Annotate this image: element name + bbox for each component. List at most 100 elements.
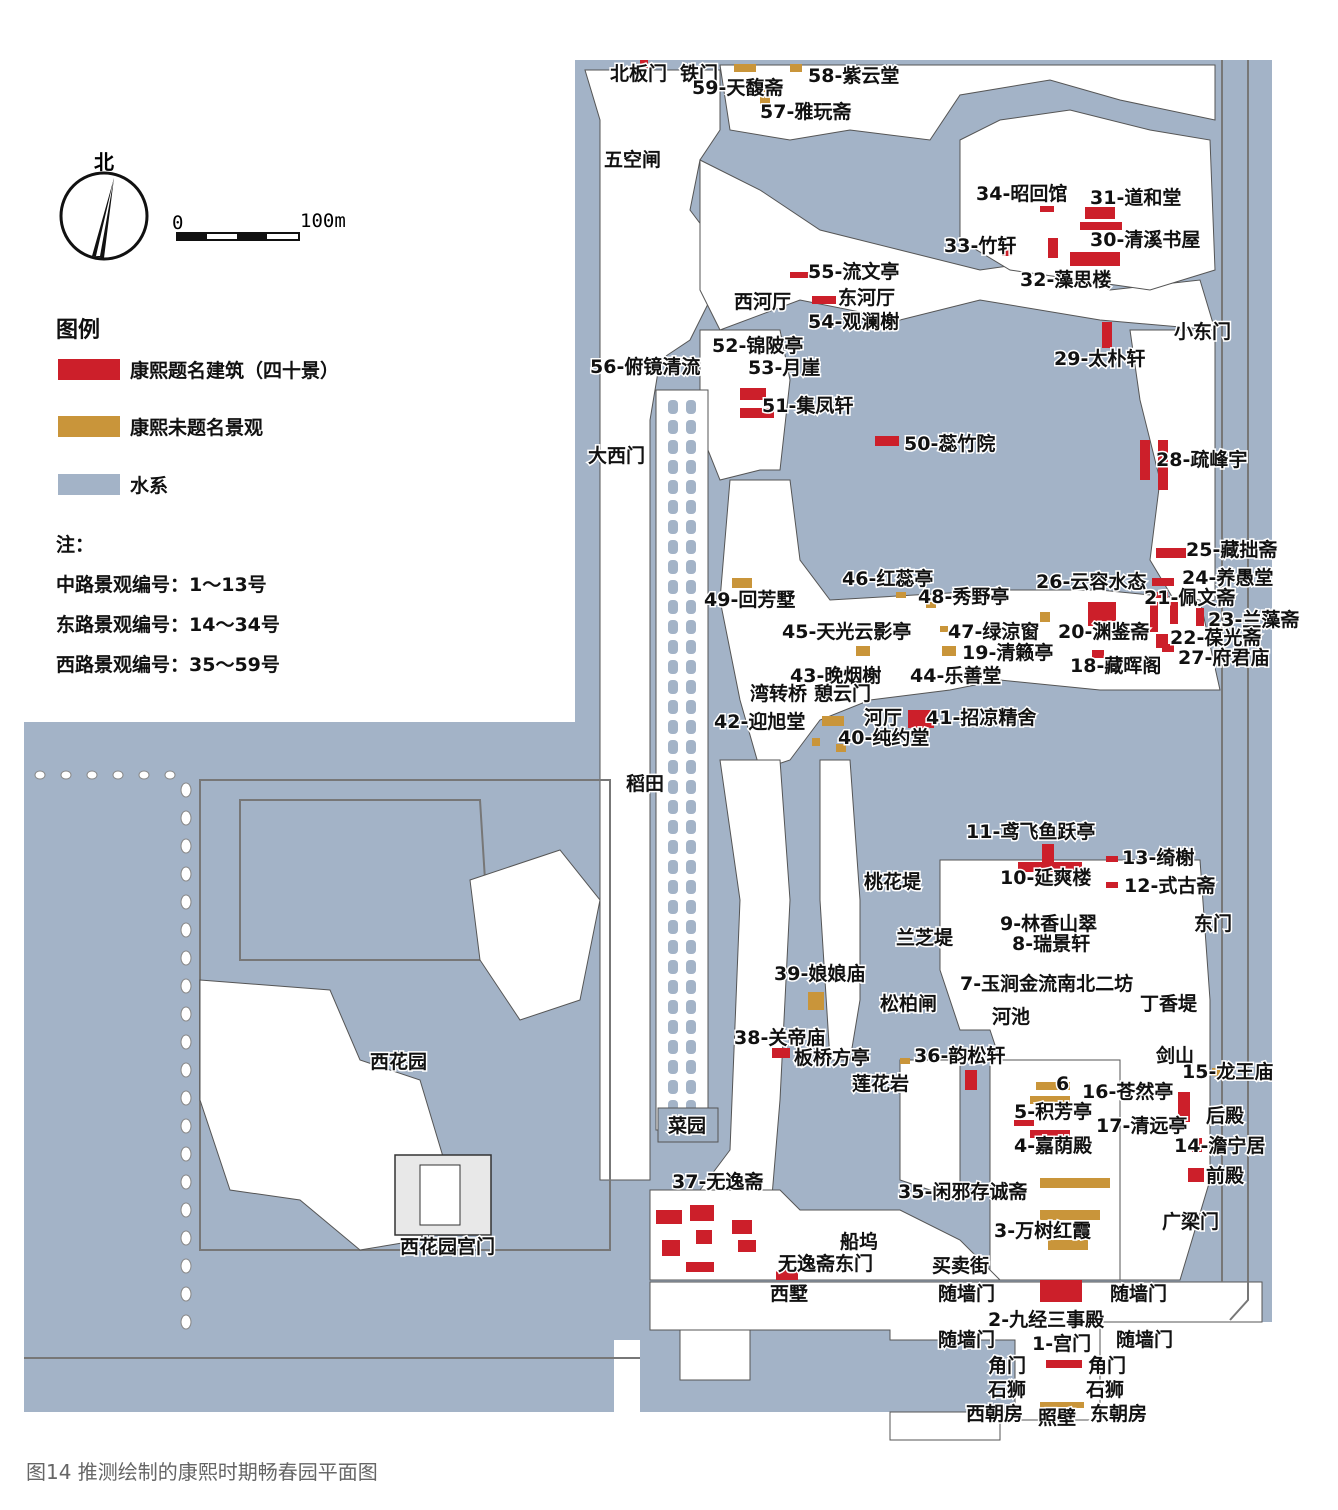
legend-label-water: 水系	[130, 474, 169, 497]
place-label: 37-无逸斋	[672, 1170, 764, 1193]
place-label: 随墙门	[938, 1328, 995, 1351]
rice-field-pad	[686, 620, 696, 634]
place-label: 3-万树红霞	[994, 1219, 1092, 1242]
named-building	[1162, 644, 1174, 652]
central-strip-land	[719, 479, 1221, 771]
named-building	[1192, 1138, 1202, 1152]
rice-field-pad	[668, 820, 678, 834]
rice-field-pad	[668, 460, 678, 474]
place-label: 照壁	[1038, 1406, 1076, 1429]
rice-field-pad	[668, 800, 678, 814]
tree-dot	[180, 950, 192, 966]
place-label: 26-云容水态	[1036, 570, 1146, 593]
legend-swatch-water	[58, 473, 120, 495]
named-building	[1046, 1360, 1082, 1368]
place-label: 34-昭回馆	[976, 182, 1067, 205]
named-building	[1018, 862, 1082, 872]
place-label: 19-清籁亭	[962, 641, 1053, 664]
unnamed-feature	[760, 96, 770, 104]
place-label: 西朝房	[966, 1402, 1023, 1425]
place-label: 50-蕊竹院	[904, 432, 995, 455]
named-building	[656, 1210, 682, 1224]
unnamed-feature	[1040, 1178, 1110, 1188]
named-building	[1070, 252, 1120, 266]
named-building	[740, 408, 774, 418]
rice-field-pad	[668, 1080, 678, 1094]
named-building	[875, 436, 899, 446]
rice-field-pad	[686, 520, 696, 534]
rice-field-pad	[668, 640, 678, 654]
east-moat-water	[1262, 60, 1272, 1322]
place-label: 西花园宫门	[400, 1235, 495, 1258]
place-label: 前殿	[1206, 1164, 1245, 1187]
unnamed-feature	[836, 744, 846, 752]
place-label: 剑山	[1155, 1044, 1194, 1067]
named-building	[790, 272, 810, 278]
named-building	[1156, 548, 1186, 558]
unnamed-feature	[856, 646, 870, 656]
rice-field-pad	[668, 440, 678, 454]
rice-field-pad	[686, 540, 696, 554]
tree-dot	[180, 1258, 192, 1274]
tree-dot	[138, 770, 150, 780]
legend-swatch-named	[58, 358, 120, 380]
note-line: 西路景观编号：35～59号	[56, 654, 280, 676]
tree-dot	[60, 770, 72, 780]
unnamed-feature	[1030, 1096, 1070, 1104]
place-label: 随墙门	[938, 1282, 995, 1305]
place-label: 小东门	[1174, 320, 1231, 343]
place-label: 31-道和堂	[1090, 186, 1181, 209]
rice-field-pad	[668, 780, 678, 794]
rice-field-pad	[686, 860, 696, 874]
rice-field-pad	[686, 440, 696, 454]
unnamed-feature	[942, 646, 956, 656]
place-label: 52-锦陂亭	[712, 334, 803, 357]
place-label: 东河厅	[838, 286, 895, 309]
east-road	[1229, 60, 1249, 1321]
rice-field-pad	[686, 660, 696, 674]
place-label: 大西门	[588, 444, 645, 467]
place-label: 15-龙王庙	[1182, 1060, 1273, 1083]
unnamed-feature	[732, 578, 752, 588]
rice-field-pad	[686, 900, 696, 914]
note-line: 中路景观编号：1～13号	[56, 574, 267, 596]
rice-field-pad	[686, 640, 696, 654]
named-building	[740, 388, 766, 400]
rice-field-pad	[686, 960, 696, 974]
place-label: 广梁门	[1162, 1210, 1219, 1233]
legend-item-unnamed: 康熙未题名景观	[58, 415, 264, 439]
songbo-land	[899, 1059, 961, 1201]
rice-field-pad	[668, 1060, 678, 1074]
tree-dot	[180, 838, 192, 854]
place-label: 铁门	[680, 62, 718, 85]
named-building	[1040, 1280, 1082, 1302]
named-building	[1080, 222, 1122, 230]
west-strip-land	[584, 69, 721, 1181]
place-label: 松柏闸	[880, 992, 937, 1015]
place-label: 29-太朴轩	[1054, 347, 1145, 370]
unnamed-feature	[940, 626, 948, 632]
place-label: 憩云门	[814, 682, 871, 705]
place-label: 38-关帝庙	[734, 1026, 825, 1049]
tree-dot	[180, 978, 192, 994]
unnamed-feature	[1036, 1082, 1070, 1090]
tree-dot	[180, 1146, 192, 1162]
rice-field-pad	[668, 480, 678, 494]
taohua-levee	[819, 759, 861, 1061]
rice-field-pad	[668, 580, 678, 594]
rice-field-pad	[668, 1020, 678, 1034]
rice-field-pad	[668, 960, 678, 974]
rice-field-pad	[686, 880, 696, 894]
place-label: 44-乐善堂	[910, 664, 1001, 687]
rice-field-pad	[668, 400, 678, 414]
place-label: 55-流文亭	[808, 260, 899, 283]
place-label: 16-苍然亭	[1082, 1080, 1173, 1103]
named-building	[772, 1048, 790, 1058]
west-garden-land	[469, 849, 601, 1021]
place-label: 21-佩文斋	[1144, 586, 1236, 609]
named-building	[1170, 602, 1178, 624]
rice-field-pad	[668, 980, 678, 994]
place-label: 27-府君庙	[1178, 646, 1269, 669]
legend-label-unnamed: 康熙未题名景观	[130, 416, 264, 439]
